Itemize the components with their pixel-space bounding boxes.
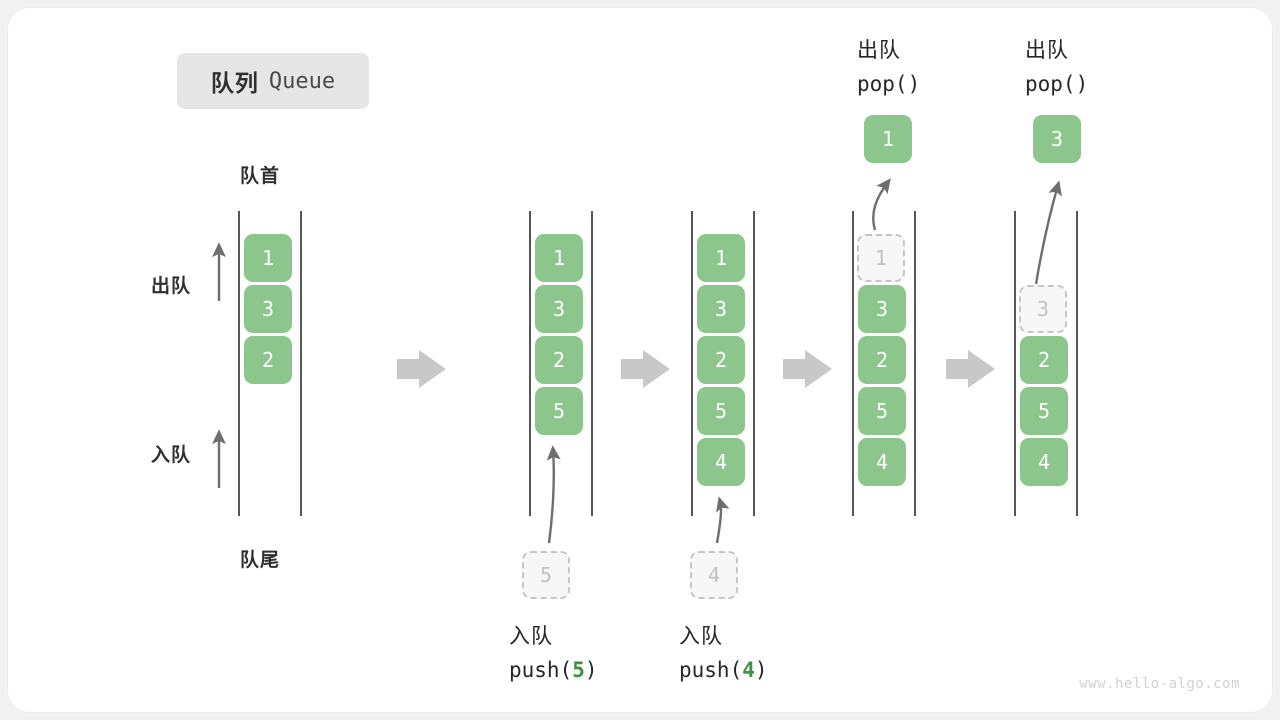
- caption-push-4-arg: 4: [742, 657, 755, 682]
- rail-right-pop1: [914, 211, 916, 516]
- queue-item-new: 5: [535, 387, 583, 435]
- caption-push-5-arg: 5: [572, 657, 585, 682]
- rail-right-push4: [753, 211, 755, 516]
- caption-push-4-code: push(4): [679, 657, 768, 682]
- rail-left-initial: [238, 211, 240, 516]
- flow-arrow-2: [621, 350, 670, 388]
- watermark: www.hello-algo.com: [1079, 676, 1240, 692]
- push-4-motion-arrow: [715, 496, 730, 544]
- caption-pop-3: 出队 pop(): [1025, 35, 1088, 100]
- ghost-item-pop1: 1: [857, 234, 905, 282]
- queue-item: 1: [697, 234, 745, 282]
- queue-item: 1: [535, 234, 583, 282]
- enqueue-direction-label: 入队: [151, 445, 192, 466]
- queue-item: 3: [244, 285, 292, 333]
- caption-push-4: 入队 push(4): [679, 621, 768, 686]
- queue-item: 2: [697, 336, 745, 384]
- queue-item: 2: [858, 336, 906, 384]
- rail-right-pop3: [1076, 211, 1078, 516]
- queue-item: 2: [244, 336, 292, 384]
- queue-item: 2: [535, 336, 583, 384]
- queue-item: 5: [697, 387, 745, 435]
- queue-item: 5: [858, 387, 906, 435]
- queue-item: 4: [858, 438, 906, 486]
- queue-item: 2: [1020, 336, 1068, 384]
- ghost-item-pop3: 3: [1019, 285, 1067, 333]
- title-chinese: 队列: [210, 70, 259, 96]
- flow-arrow-4: [946, 350, 995, 388]
- popped-item-1: 1: [864, 115, 912, 163]
- queue-item: 1: [244, 234, 292, 282]
- caption-push-4-cn: 入队: [679, 625, 723, 648]
- pop-1-motion-arrow: [872, 178, 891, 231]
- queue-item: 4: [1020, 438, 1068, 486]
- push-5-motion-arrow: [546, 445, 561, 544]
- title-english: Queue: [268, 68, 336, 94]
- popped-item-3: 3: [1033, 115, 1081, 163]
- queue-item-new: 4: [697, 438, 745, 486]
- ghost-item-push4: 4: [690, 551, 738, 599]
- queue-item: 5: [1020, 387, 1068, 435]
- queue-item: 3: [535, 285, 583, 333]
- arrows-overlay: [212, 178, 1062, 544]
- queue-tail-label: 队尾: [240, 550, 281, 571]
- queue-item: 3: [697, 285, 745, 333]
- diagram-card: 队列 Queue 队首 队尾 出队 入队 1 3 2 1 3 2 5 5: [7, 7, 1273, 713]
- flow-arrow-1: [397, 350, 446, 388]
- diagram-title-badge: 队列 Queue: [177, 53, 369, 109]
- flow-arrow-3: [783, 350, 832, 388]
- caption-push-5: 入队 push(5): [509, 621, 598, 686]
- queue-head-label: 队首: [240, 166, 281, 187]
- caption-push-5-code: push(5): [509, 657, 598, 682]
- rail-left-push5: [529, 211, 531, 516]
- rail-right-push5: [591, 211, 593, 516]
- caption-pop-1: 出队 pop(): [857, 35, 920, 100]
- dequeue-direction-label: 出队: [151, 276, 192, 297]
- caption-pop-3-cn: 出队: [1025, 39, 1069, 62]
- caption-push-5-cn: 入队: [509, 625, 553, 648]
- caption-pop-3-code: pop(): [1025, 71, 1089, 96]
- rail-left-pop3: [1014, 211, 1016, 516]
- rail-left-pop1: [852, 211, 854, 516]
- caption-pop-1-code: pop(): [857, 71, 921, 96]
- rail-left-push4: [691, 211, 693, 516]
- queue-item: 3: [858, 285, 906, 333]
- ghost-item-push5: 5: [522, 551, 570, 599]
- pop-3-motion-arrow: [1034, 180, 1062, 285]
- caption-pop-1-cn: 出队: [857, 39, 901, 62]
- rail-right-initial: [300, 211, 302, 516]
